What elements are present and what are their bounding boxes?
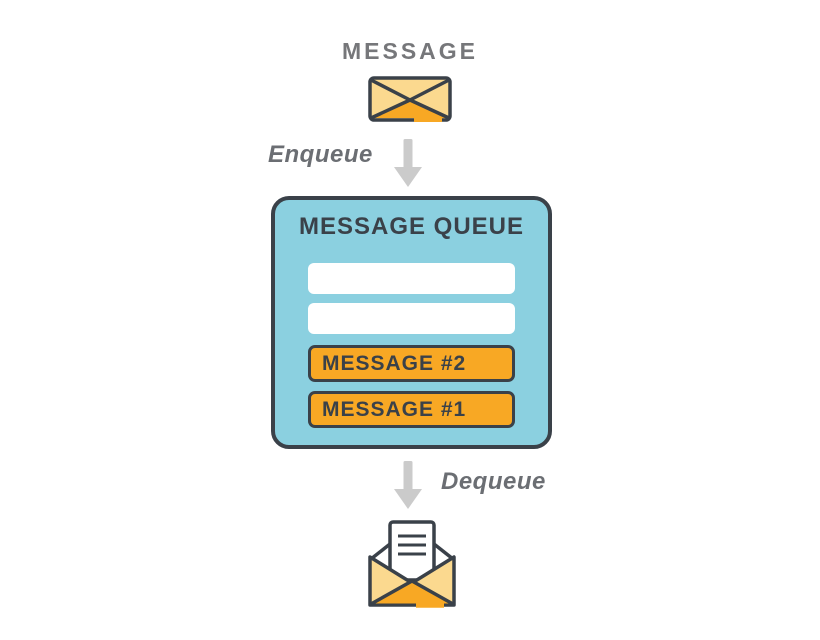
arrow-down-icon [393,139,423,189]
enqueue-label: Enqueue [268,141,373,168]
dequeue-label: Dequeue [441,468,546,495]
queue-slots: MESSAGE #2 MESSAGE #1 [308,263,515,437]
queue-slot-message-2: MESSAGE #2 [308,345,515,382]
message-title: MESSAGE [341,38,479,64]
closed-envelope-icon [368,76,452,127]
queue-title: MESSAGE QUEUE [298,213,525,240]
queue-slot-empty [308,263,515,294]
arrow-down-icon [393,461,423,511]
queue-slot-message-1: MESSAGE #1 [308,391,515,428]
queue-slot-empty [308,303,515,334]
message-queue-box: MESSAGE QUEUE MESSAGE #2 MESSAGE #1 [271,196,552,449]
open-envelope-icon [366,519,458,618]
